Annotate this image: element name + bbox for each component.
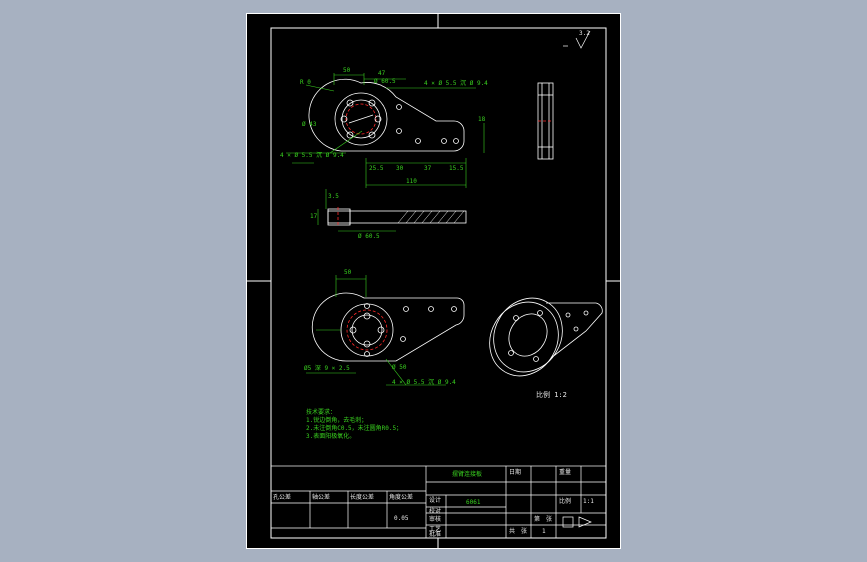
dim-holes-bottom: 4 × Ø 5.5 沉 Ø 9.4 xyxy=(280,152,344,159)
front-view-dims xyxy=(286,73,485,188)
dim-row-37: 37 xyxy=(424,165,432,172)
dim-hole-left: Ø 43 xyxy=(302,121,317,128)
cad-drawing xyxy=(246,13,621,549)
tb-label: 张 xyxy=(546,516,553,523)
dim-section-bore: Ø 60.5 xyxy=(358,233,380,240)
dim-row-25: 25.5 xyxy=(369,165,384,172)
tb-label: 张 xyxy=(521,528,528,535)
tol-header: 角度公差 xyxy=(389,494,414,501)
lower-view-dims xyxy=(306,275,446,386)
dim-lower-bottom-left: Ø5 深 9 × 2.5 xyxy=(304,365,350,372)
ratio-value: 1:1 xyxy=(583,498,594,505)
tb-label: 共 xyxy=(509,528,516,535)
tol-header: 长度公差 xyxy=(350,494,375,501)
dim-lower-holes: 4 × Ø 5.5 沉 Ø 9.4 xyxy=(392,379,456,386)
tol-header: 孔公差 xyxy=(273,494,292,501)
note-item: 1.锐边倒角，去毛刺； xyxy=(306,417,368,424)
dim-row-15: 15.5 xyxy=(449,165,464,172)
tb-label: 重量 xyxy=(559,469,572,476)
tb-label: 校对 xyxy=(429,508,442,515)
dim-lower-bore: Ø 50 xyxy=(392,364,407,371)
section-dims xyxy=(317,189,396,232)
note-item: 3.表面阳极氧化。 xyxy=(306,433,356,440)
material: 6061 xyxy=(466,499,481,506)
roughness-label: 3.2 xyxy=(579,30,590,37)
tb-label: 审核 xyxy=(429,516,442,523)
part-name: 摆臂连接板 xyxy=(452,471,483,478)
dim-top-left: 50 xyxy=(343,67,351,74)
tb-label: 比例 xyxy=(559,498,572,505)
tb-label: 批准 xyxy=(429,531,442,538)
front-view xyxy=(308,78,465,152)
section-view xyxy=(327,207,467,227)
lower-view xyxy=(311,292,465,362)
tb-label: 第 xyxy=(534,516,541,523)
dim-right-h: 18 xyxy=(478,116,486,123)
dim-r-left: R 0 xyxy=(300,79,311,86)
dim-top-mid: 47 xyxy=(378,70,386,77)
dim-row-30: 30 xyxy=(396,165,404,172)
dim-bore: Ø 60.5 xyxy=(374,78,396,85)
scale-label: 比例 1:2 xyxy=(536,391,567,399)
title-block xyxy=(270,465,607,539)
tb-label: 日期 xyxy=(509,469,522,476)
tb-label: 设计 xyxy=(429,497,442,504)
isometric-view xyxy=(489,297,603,377)
drawing-sheet: 50 47 Ø 60.5 4 × Ø 5.5 沉 Ø 9.4 R 0 Ø 43 … xyxy=(246,13,621,549)
dim-section-thick: 3.5 xyxy=(328,193,339,200)
dim-lower-top: 50 xyxy=(344,269,352,276)
tb-label: 工艺 xyxy=(429,526,442,533)
note-item: 2.未注倒角C0.5，未注圆角R0.5； xyxy=(306,425,403,432)
technical-notes: 技术要求： 1.锐边倒角，去毛刺； 2.未注倒角C0.5，未注圆角R0.5； 3… xyxy=(306,409,402,441)
inner-border xyxy=(270,27,607,539)
side-view xyxy=(537,82,554,160)
weight-value: 0.05 xyxy=(394,515,409,522)
dim-bolt-top: 4 × Ø 5.5 沉 Ø 9.4 xyxy=(424,80,488,87)
dim-section-h1: 17 xyxy=(310,213,318,220)
tol-header: 轴公差 xyxy=(312,494,331,501)
sheet-value: 1 xyxy=(542,528,546,535)
roughness-symbol xyxy=(563,30,591,49)
notes-title: 技术要求： xyxy=(306,409,337,416)
dim-overall: 110 xyxy=(406,178,417,185)
